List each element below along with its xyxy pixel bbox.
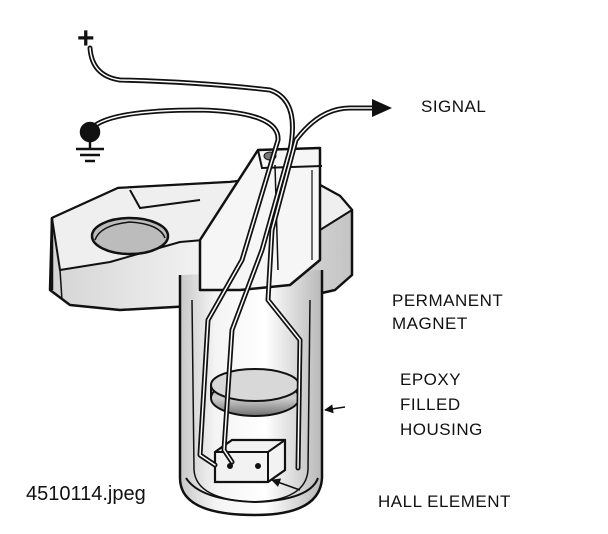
hall-element-label: HALL ELEMENT xyxy=(378,492,511,511)
signal-label: SIGNAL xyxy=(421,97,487,116)
hall-element xyxy=(213,438,287,484)
permanent-magnet xyxy=(210,368,300,417)
housing-arrow xyxy=(324,404,346,414)
wiring xyxy=(87,45,378,471)
epoxy-label-line2: FILLED xyxy=(400,395,461,414)
ground-icon xyxy=(76,121,104,163)
epoxy-label-line1: EPOXY xyxy=(400,370,462,389)
permanent-magnet-label-line2: MAGNET xyxy=(392,314,468,333)
connector-tower xyxy=(198,146,323,292)
permanent-magnet-label-line1: PERMANENT xyxy=(392,291,504,310)
signal-arrow-icon xyxy=(372,99,392,117)
positive-supply-symbol: + xyxy=(77,22,95,55)
leader-arrows xyxy=(271,404,346,491)
epoxy-label-line3: HOUSING xyxy=(400,420,483,439)
filename-caption: 4510114.jpeg xyxy=(26,483,146,505)
hall-element-arrow xyxy=(271,478,301,491)
